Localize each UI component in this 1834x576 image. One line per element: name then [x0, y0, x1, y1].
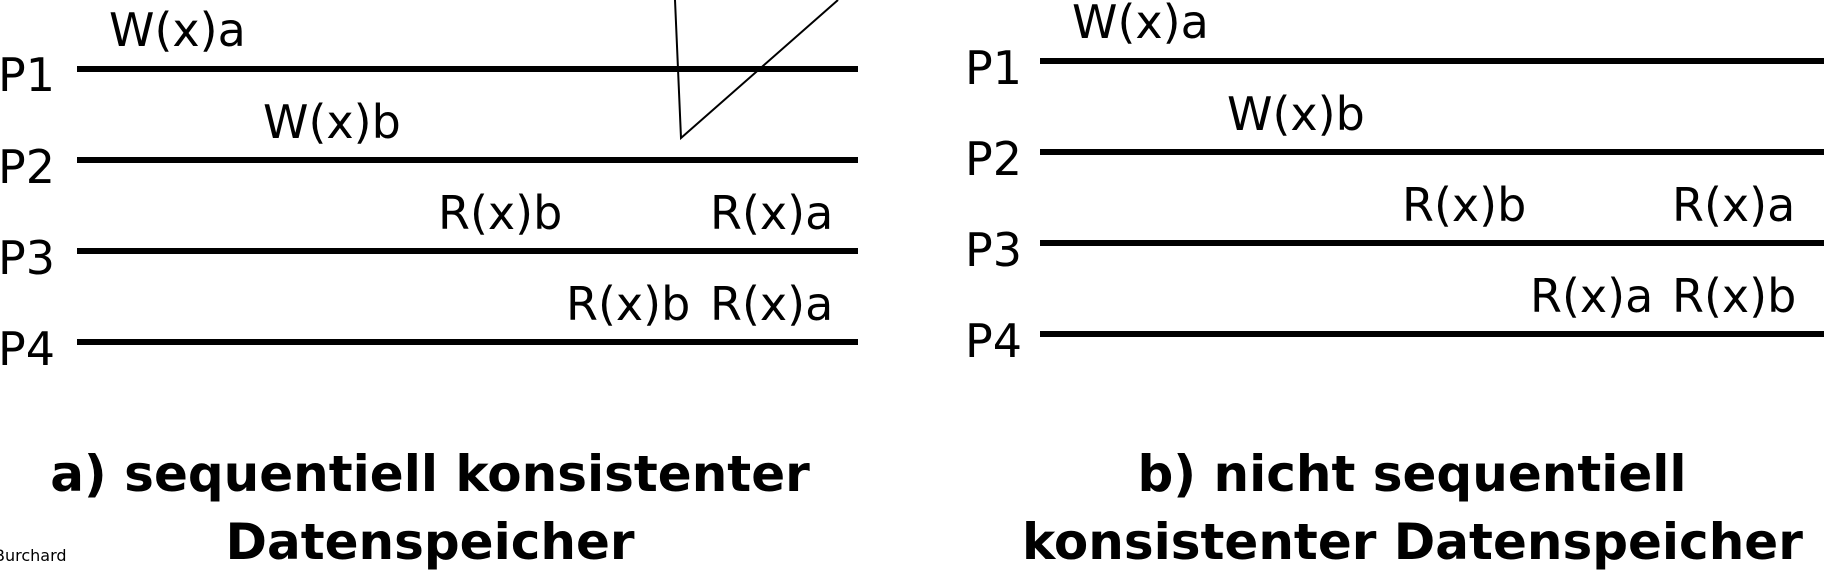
caption-a-line-2: Datenspeicher [225, 513, 635, 571]
diagram-a: P1 P2 P3 P4 W(x)a W(x)b R(x)b R(x)a R(x)… [0, 0, 858, 376]
diagram-b: P1 P2 P3 P4 W(x)a W(x)b R(x)b R(x)a R(x)… [965, 0, 1824, 368]
operation-a-p1-write: W(x)a [109, 3, 246, 57]
caption-b-line-1: b) nicht sequentiell [1137, 445, 1687, 503]
operation-a-p4-read-2: R(x)a [710, 277, 833, 331]
operation-a-p2-write: W(x)b [263, 95, 401, 149]
operation-b-p2-write: W(x)b [1227, 87, 1365, 141]
operation-b-p1-write: W(x)a [1072, 0, 1209, 49]
process-label-a-p1: P1 [0, 48, 55, 102]
caption-b-line-2: konsistenter Datenspeicher [1022, 513, 1803, 571]
process-label-a-p3: P3 [0, 231, 55, 285]
process-label-b-p4: P4 [965, 314, 1022, 368]
process-label-b-p2: P2 [965, 132, 1022, 186]
operation-a-p3-read-2: R(x)a [710, 186, 833, 240]
operation-b-p4-read-1: R(x)a [1530, 269, 1653, 323]
process-label-a-p4: P4 [0, 322, 55, 376]
operation-a-p4-read-1: R(x)b [566, 277, 690, 331]
process-label-b-p3: P3 [965, 223, 1022, 277]
process-label-a-p2: P2 [0, 140, 55, 194]
operation-b-p4-read-2: R(x)b [1672, 269, 1796, 323]
caption-a-line-1: a) sequentiell konsistenter [50, 445, 810, 503]
process-label-b-p1: P1 [965, 41, 1022, 95]
caption-b: b) nicht sequentiell konsistenter Datens… [1022, 440, 1803, 576]
author-credit: Burchard [0, 546, 67, 565]
caption-a: a) sequentiell konsistenter Datenspeiche… [40, 440, 820, 576]
operation-a-p3-read-1: R(x)b [438, 186, 562, 240]
correction-mark [674, 0, 839, 141]
operation-b-p3-read-1: R(x)b [1402, 178, 1526, 232]
operation-b-p3-read-2: R(x)a [1672, 178, 1795, 232]
